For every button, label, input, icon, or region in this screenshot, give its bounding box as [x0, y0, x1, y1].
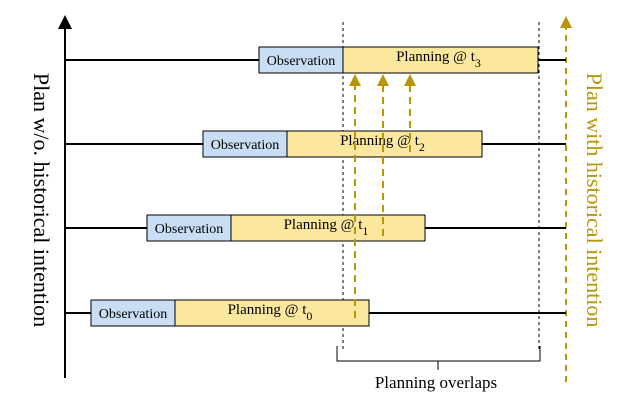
- overlap-label: Planning overlaps: [375, 373, 497, 392]
- planning-box: [174, 299, 370, 327]
- observation-label: Observation: [155, 222, 223, 237]
- timeline-row: Observation Planning @ t3: [65, 46, 566, 74]
- observation-box: [90, 299, 176, 327]
- timeline-row: Observation Planning @ t0: [65, 299, 566, 327]
- planning-subscript: 2: [419, 140, 425, 154]
- observation-label: Observation: [267, 54, 335, 69]
- observation-box: [258, 46, 344, 74]
- planning-subscript: 3: [475, 56, 481, 70]
- planning-label: Planning @ t0: [228, 302, 313, 323]
- planning-subscript: 0: [306, 309, 312, 323]
- timeline-row: Observation Planning @ t1: [65, 214, 566, 242]
- planning-box: [286, 130, 483, 158]
- planning-box: [230, 214, 426, 242]
- observation-label: Observation: [99, 307, 167, 322]
- overlap-brace: [336, 346, 541, 370]
- planning-label: Planning @ t1: [284, 217, 369, 238]
- left-axis-label: Plan w/o. historical intention: [29, 73, 54, 327]
- planning-label: Planning @ t3: [396, 49, 481, 70]
- planning-subscript: 1: [362, 224, 368, 238]
- timeline-row: Observation Planning @ t2: [65, 130, 566, 158]
- right-axis-label: Plan with historical intention: [582, 73, 607, 328]
- planning-label: Planning @ t2: [340, 133, 425, 154]
- history-arrows: [349, 74, 416, 318]
- observation-box: [146, 214, 232, 242]
- observation-label: Observation: [211, 138, 279, 153]
- planning-box: [342, 46, 539, 74]
